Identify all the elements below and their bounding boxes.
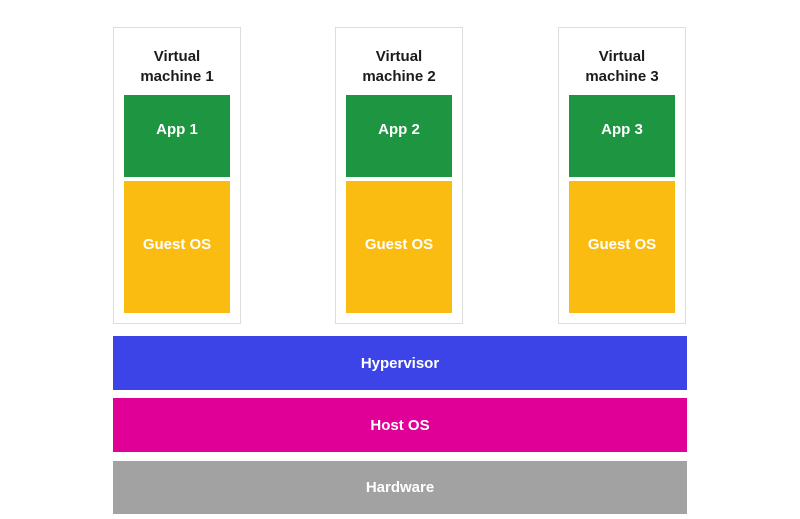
app-box: App 3 [569, 95, 675, 177]
vm-title: Virtual machine 2 [362, 48, 436, 85]
app-box: App 2 [346, 95, 452, 177]
layer-hypervisor: Hypervisor [113, 336, 687, 390]
layer-host-os: Host OS [113, 398, 687, 452]
guest-os-box: Guest OS [124, 181, 230, 313]
vm-card-2: Virtual machine 2 App 2 Guest OS [335, 27, 463, 324]
guest-os-box: Guest OS [569, 181, 675, 313]
layer-hardware: Hardware [113, 461, 687, 514]
vm-title: Virtual machine 3 [585, 48, 659, 85]
guest-os-box: Guest OS [346, 181, 452, 313]
vm-card-1: Virtual machine 1 App 1 Guest OS [113, 27, 241, 324]
vm-title: Virtual machine 1 [140, 48, 214, 85]
vm-card-3: Virtual machine 3 App 3 Guest OS [558, 27, 686, 324]
app-box: App 1 [124, 95, 230, 177]
